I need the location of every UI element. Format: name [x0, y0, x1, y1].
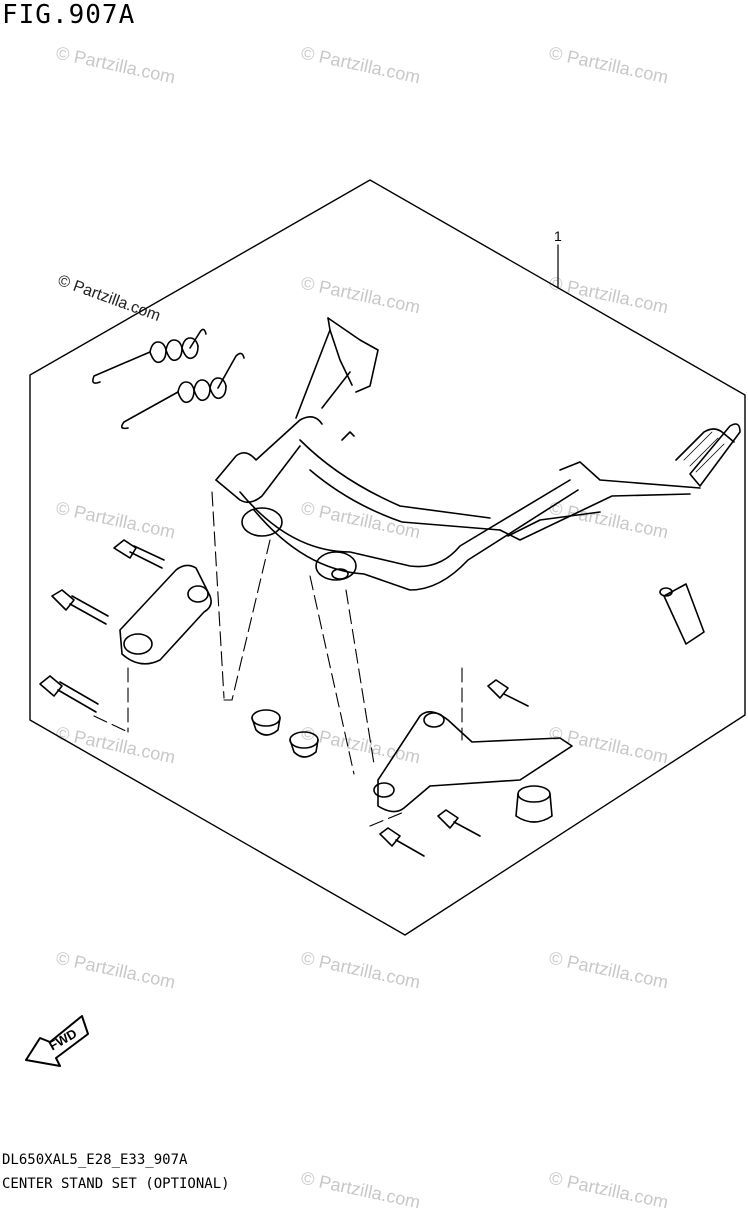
bolt-left-3 — [39, 675, 99, 713]
figure-title: FIG.907A — [2, 0, 136, 30]
kit-boundary — [29, 179, 746, 936]
left-bracket — [119, 564, 212, 665]
bolt-right-3 — [379, 827, 425, 857]
bolt-left-2 — [51, 589, 109, 625]
collar-2 — [289, 731, 319, 758]
right-bracket — [373, 711, 573, 813]
collar-1 — [251, 709, 281, 736]
figure-code: DL650XAL5_E28_E33_907A — [2, 1152, 188, 1168]
rubber-stopper — [515, 785, 553, 823]
bolt-right-2 — [437, 809, 481, 837]
callout-1: 1 — [554, 228, 562, 244]
center-stand-frame — [215, 317, 741, 591]
assembly-lines — [93, 491, 463, 827]
pedal-grip — [683, 431, 725, 473]
spring-lower — [120, 352, 245, 430]
spring-upper — [92, 328, 207, 384]
fwd-arrow — [25, 1015, 89, 1067]
pin — [659, 583, 705, 645]
figure-caption: CENTER STAND SET (OPTIONAL) — [2, 1176, 230, 1192]
bolt-right-1 — [487, 679, 529, 707]
bolt-left-1 — [113, 539, 165, 569]
